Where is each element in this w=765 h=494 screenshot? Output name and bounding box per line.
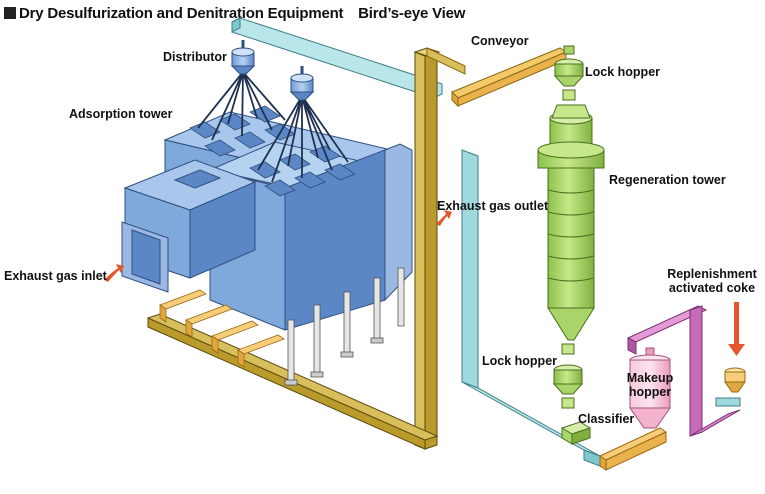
label-replenishment-line1: Replenishment (667, 267, 757, 281)
replenishment-feeder (715, 367, 746, 407)
title-text: Dry Desulfurization and Denitration Equi… (19, 5, 466, 22)
label-lock-hopper-top: Lock hopper (585, 65, 661, 79)
label-exhaust-gas-inlet: Exhaust gas inlet (4, 269, 107, 283)
label-regeneration-tower: Regeneration tower (609, 173, 726, 187)
label-replenishment: Replenishment activated coke (660, 267, 764, 295)
label-exhaust-gas-outlet: Exhaust gas outlet (437, 199, 549, 213)
adsorption-feeders (159, 289, 285, 368)
arrow-replenishment (728, 302, 745, 356)
distributor-1 (230, 40, 256, 75)
conveyor-top (426, 47, 568, 108)
inlet-duct (121, 159, 257, 293)
label-adsorption-tower: Adsorption tower (69, 107, 173, 121)
lock-hopper-top (553, 45, 585, 101)
label-lock-hopper-bottom: Lock hopper (482, 354, 558, 368)
label-makeup-hopper-line2: hopper (628, 385, 672, 399)
classifier (560, 421, 592, 445)
label-conveyor: Conveyor (471, 34, 529, 48)
makeup-hopper (629, 347, 671, 429)
label-replenishment-line2: activated coke (668, 281, 756, 295)
support-legs (284, 267, 405, 386)
distributor-pipes (197, 71, 349, 183)
regeneration-tower (537, 104, 605, 341)
label-classifier: Classifier (578, 412, 635, 426)
makeup-pipe (626, 305, 741, 437)
arrow-exhaust-inlet (104, 264, 124, 282)
label-makeup-hopper: Makeup hopper (620, 371, 680, 399)
page-title: Dry Desulfurization and Denitration Equi… (4, 2, 465, 23)
conveyor-bottom (598, 427, 668, 471)
label-makeup-hopper-line1: Makeup (626, 371, 674, 385)
distributor-2 (289, 66, 315, 101)
label-distributor: Distributor (163, 50, 227, 64)
lock-hopper-bottom (552, 343, 584, 409)
title-bullet-icon (4, 7, 16, 19)
arrow-exhaust-outlet (436, 210, 452, 226)
